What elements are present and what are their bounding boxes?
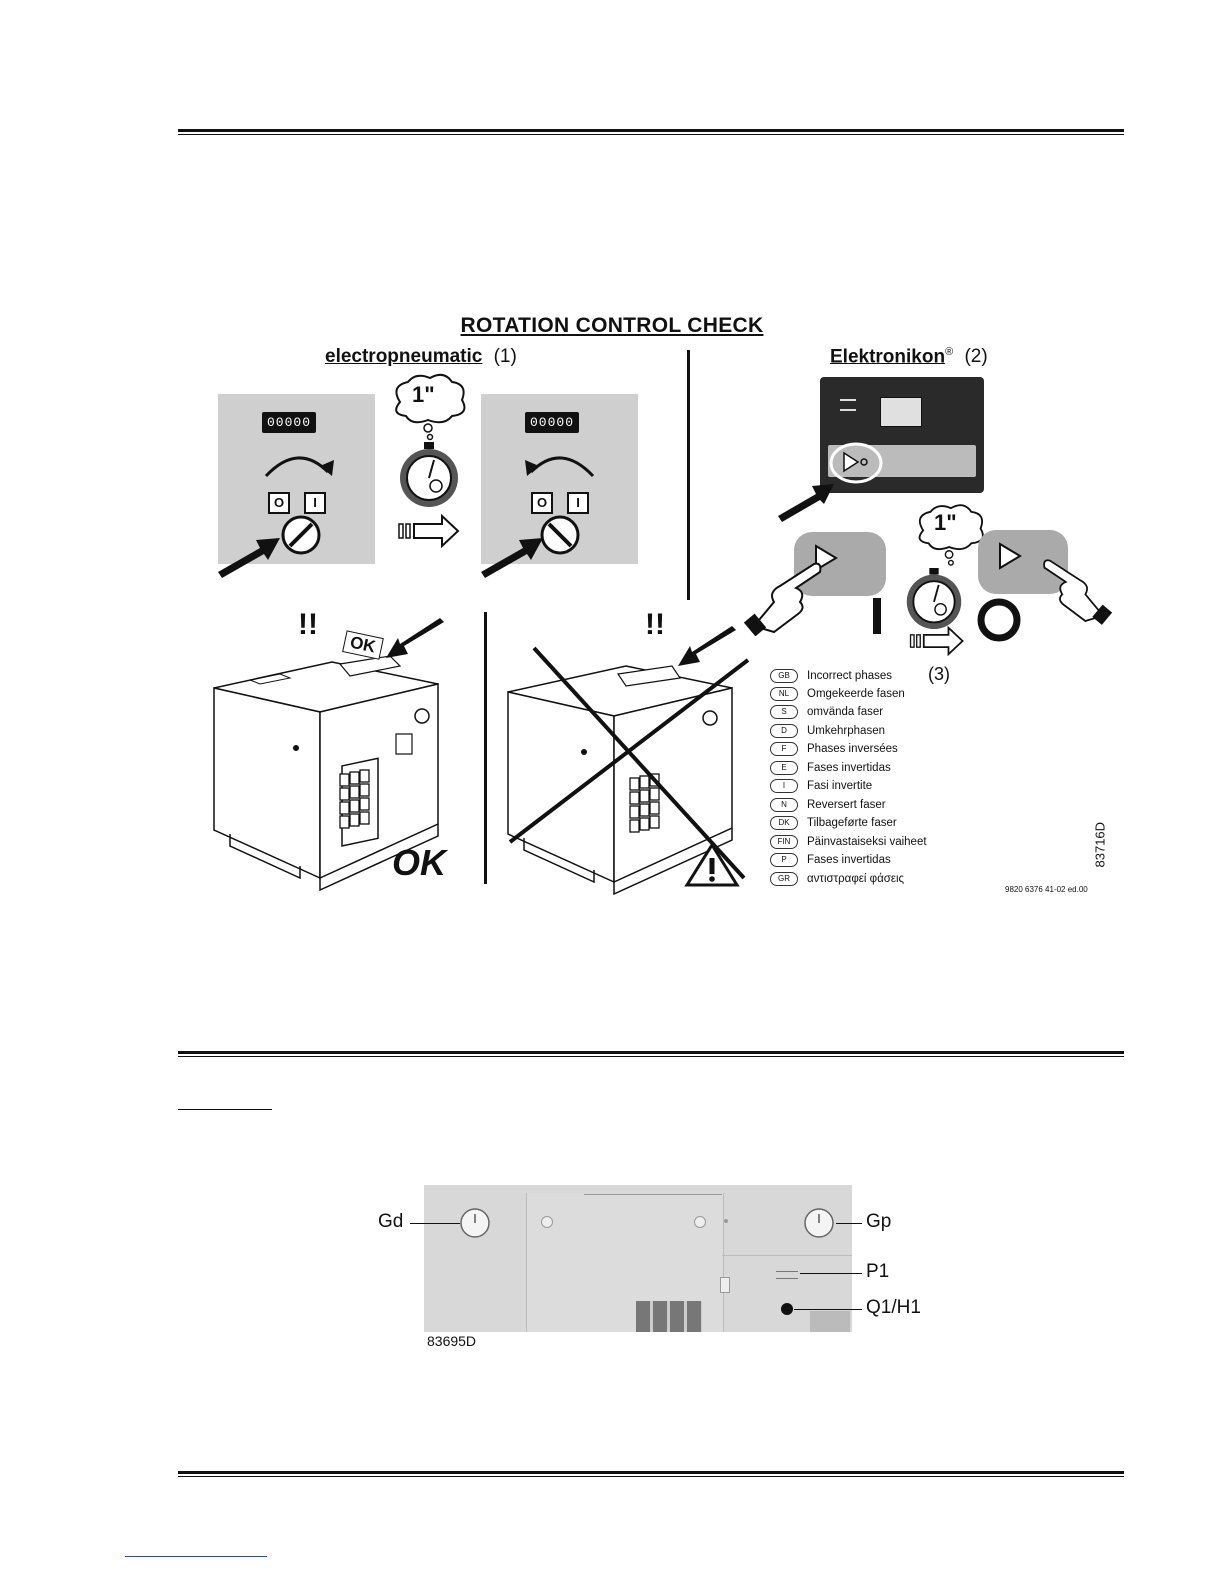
- gp-leader-line: [836, 1223, 862, 1224]
- progress-arrow-icon-2: [909, 626, 964, 656]
- document-reference: 9820 6376 41-02 ed.00: [1005, 885, 1088, 894]
- counterclockwise-arrow-icon: [525, 456, 595, 478]
- warning-triangle-icon: [684, 842, 740, 887]
- gp-gauge-icon: [804, 1208, 834, 1238]
- zero-button-2: O: [531, 492, 553, 514]
- gd-gauge-icon: [460, 1208, 490, 1238]
- vent-grill: [636, 1301, 702, 1332]
- one-second-label-2: 1": [934, 510, 957, 535]
- pointer-arrow-icon-2: [481, 538, 543, 578]
- clockwise-arrow-icon: [264, 456, 334, 478]
- hour-counter: 00000: [262, 412, 317, 433]
- start-button-icon: [843, 451, 868, 473]
- pressing-hand-icon: [744, 562, 822, 636]
- start-triangle-icon-2: [999, 542, 1022, 570]
- highlight-circle-icon: [829, 442, 883, 484]
- electropneumatic-label: electropneumatic: [325, 346, 483, 367]
- screw-right: [694, 1216, 706, 1228]
- elektronikon-label: Elektronikon: [830, 346, 946, 368]
- heading-underline: [178, 1109, 272, 1110]
- gp-label: Gp: [866, 1211, 892, 1232]
- top-rule: [178, 129, 1124, 135]
- middle-rule: [178, 1051, 1124, 1057]
- pointer-arrow-icon-5: [678, 626, 736, 666]
- pointer-arrow-icon-4: [386, 618, 444, 658]
- stopwatch-icon-2: [906, 568, 962, 630]
- electropneumatic-heading: electropneumatic (1): [325, 346, 517, 368]
- start-triangle-icon: [815, 544, 838, 572]
- panel-photo: [424, 1185, 852, 1332]
- switch-panel-after: 00000 O I: [481, 394, 638, 564]
- pressing-hand-icon-2: [1043, 559, 1112, 625]
- vertical-divider-bottom: [484, 612, 487, 884]
- switch-panel-before: 00000 O I: [218, 394, 375, 564]
- label-3: (3): [928, 664, 950, 684]
- one-button-2: I: [567, 492, 589, 514]
- registered-mark: ®: [945, 346, 954, 358]
- p1-label: P1: [866, 1261, 890, 1282]
- gd-leader-line: [410, 1223, 460, 1224]
- q1h1-leader-line: [794, 1309, 862, 1310]
- small-dot: [724, 1219, 728, 1223]
- exclamation-left: !!: [298, 608, 318, 641]
- exclamation-right: !!: [645, 608, 665, 641]
- hour-counter-2: 00000: [525, 412, 580, 433]
- elektronikon-heading: Elektronikon® (2): [830, 346, 988, 368]
- selector-knob-icon-2: [540, 515, 580, 555]
- selector-knob-icon: [281, 515, 321, 555]
- vertical-divider-top: [687, 350, 690, 600]
- label-2: (2): [964, 346, 988, 368]
- pointer-arrow-icon: [218, 538, 280, 578]
- gd-label: Gd: [378, 1211, 404, 1232]
- lower-box: [810, 1311, 850, 1332]
- panel-figure-code: 83695D: [427, 1333, 477, 1349]
- controller-logo: [840, 399, 856, 411]
- bottom-rule: [178, 1471, 1124, 1477]
- latch: [720, 1277, 730, 1293]
- on-indicator: [873, 598, 881, 634]
- q1h1-label: Q1/H1: [866, 1297, 921, 1318]
- one-button: I: [304, 492, 326, 514]
- pointer-arrow-icon-3: [778, 484, 834, 522]
- right-cabinet-divider: [722, 1255, 852, 1256]
- thought-bubble-icon: [395, 373, 466, 441]
- zero-button: O: [268, 492, 290, 514]
- compressor-wrong-drawing: [507, 646, 750, 896]
- p1-leader-line: [800, 1273, 862, 1274]
- q1h1-button: [781, 1303, 793, 1315]
- p1-display: [776, 1271, 798, 1279]
- elektronikon-controller: [820, 377, 984, 493]
- stopwatch-icon: [400, 442, 458, 507]
- label-1: (1): [493, 346, 517, 367]
- screw-left: [541, 1216, 553, 1228]
- off-indicator-icon: [977, 598, 1021, 642]
- start-press-panel: [794, 532, 886, 596]
- one-second-label: 1": [412, 382, 435, 407]
- ok-big-label: OK: [392, 842, 446, 883]
- compressor-ok-drawing: [213, 655, 439, 892]
- progress-arrow-icon: [398, 514, 460, 548]
- figure-title: ROTATION CONTROL CHECK: [460, 314, 764, 337]
- thought-bubble-icon-2: [918, 504, 984, 566]
- controller-display: [880, 397, 922, 427]
- top-edge: [584, 1194, 722, 1195]
- figure-code-vertical: 83716D: [1092, 821, 1108, 868]
- footer-link-underline[interactable]: [125, 1556, 267, 1557]
